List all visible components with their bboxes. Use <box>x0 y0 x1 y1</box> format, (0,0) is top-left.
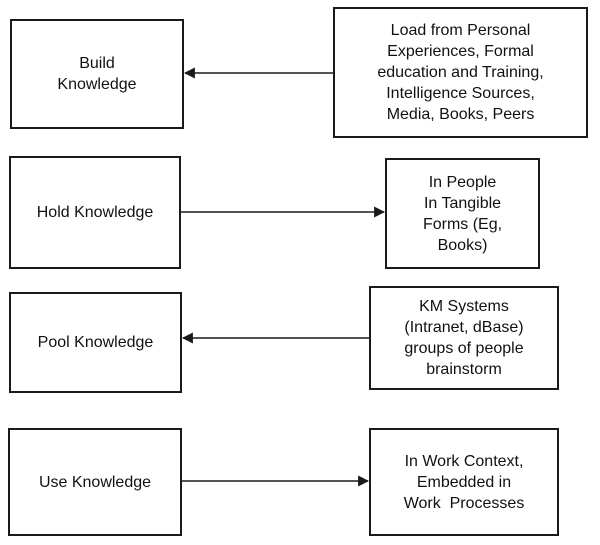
pool-knowledge-systems-label: KM Systems (Intranet, dBase) groups of p… <box>404 296 523 380</box>
build-sources-line-4: Intelligence Sources, <box>386 85 535 102</box>
hold-forms-line-3: Forms (Eg, <box>422 215 503 233</box>
use-knowledge-line-1: Use Knowledge <box>38 473 152 491</box>
hold-knowledge-line-1: Hold Knowledge <box>36 204 154 221</box>
use-context-line-3: Work Processes <box>403 494 525 512</box>
pool-knowledge-line-1: Pool Knowledge <box>37 334 154 351</box>
pool-systems-line-1: KM Systems <box>419 298 509 315</box>
hold-knowledge-forms-label: In People In Tangible Forms (Eg, Books) <box>423 172 502 256</box>
hold-forms-line-4: Books) <box>437 236 488 254</box>
build-knowledge-label: Build Knowledge <box>57 53 136 95</box>
use-knowledge-box: Use Knowledge <box>8 428 182 536</box>
pool-systems-line-3: groups of people <box>404 340 524 357</box>
use-context-line-1: In Work Context, <box>404 452 524 470</box>
hold-knowledge-box: Hold Knowledge <box>9 156 181 269</box>
build-sources-line-2: Experiences, Formal <box>387 43 534 60</box>
build-sources-line-3: education and Training, <box>377 64 544 81</box>
build-knowledge-line-1: Build <box>79 55 115 72</box>
pool-knowledge-systems-box: KM Systems (Intranet, dBase) groups of p… <box>369 286 559 390</box>
pool-systems-line-4: brainstorm <box>426 361 502 378</box>
build-knowledge-sources-box: Load from Personal Experiences, Formal e… <box>333 7 588 138</box>
use-context-line-2: Embedded in <box>416 473 512 491</box>
build-sources-line-1: Load from Personal <box>390 22 531 39</box>
hold-forms-line-2: In Tangible <box>423 194 502 212</box>
pool-systems-line-2: (Intranet, dBase) <box>404 319 524 336</box>
build-knowledge-line-2: Knowledge <box>57 76 137 93</box>
build-sources-line-5: Media, Books, Peers <box>386 106 535 123</box>
use-knowledge-label: Use Knowledge <box>39 472 151 493</box>
build-knowledge-box: Build Knowledge <box>10 19 184 129</box>
hold-forms-line-1: In People <box>428 173 497 191</box>
hold-knowledge-forms-box: In People In Tangible Forms (Eg, Books) <box>385 158 540 269</box>
build-knowledge-sources-label: Load from Personal Experiences, Formal e… <box>377 20 543 125</box>
use-knowledge-context-label: In Work Context, Embedded in Work Proces… <box>404 451 525 514</box>
pool-knowledge-box: Pool Knowledge <box>9 292 182 393</box>
hold-knowledge-label: Hold Knowledge <box>37 202 154 223</box>
pool-knowledge-label: Pool Knowledge <box>38 332 154 353</box>
use-knowledge-context-box: In Work Context, Embedded in Work Proces… <box>369 428 559 536</box>
